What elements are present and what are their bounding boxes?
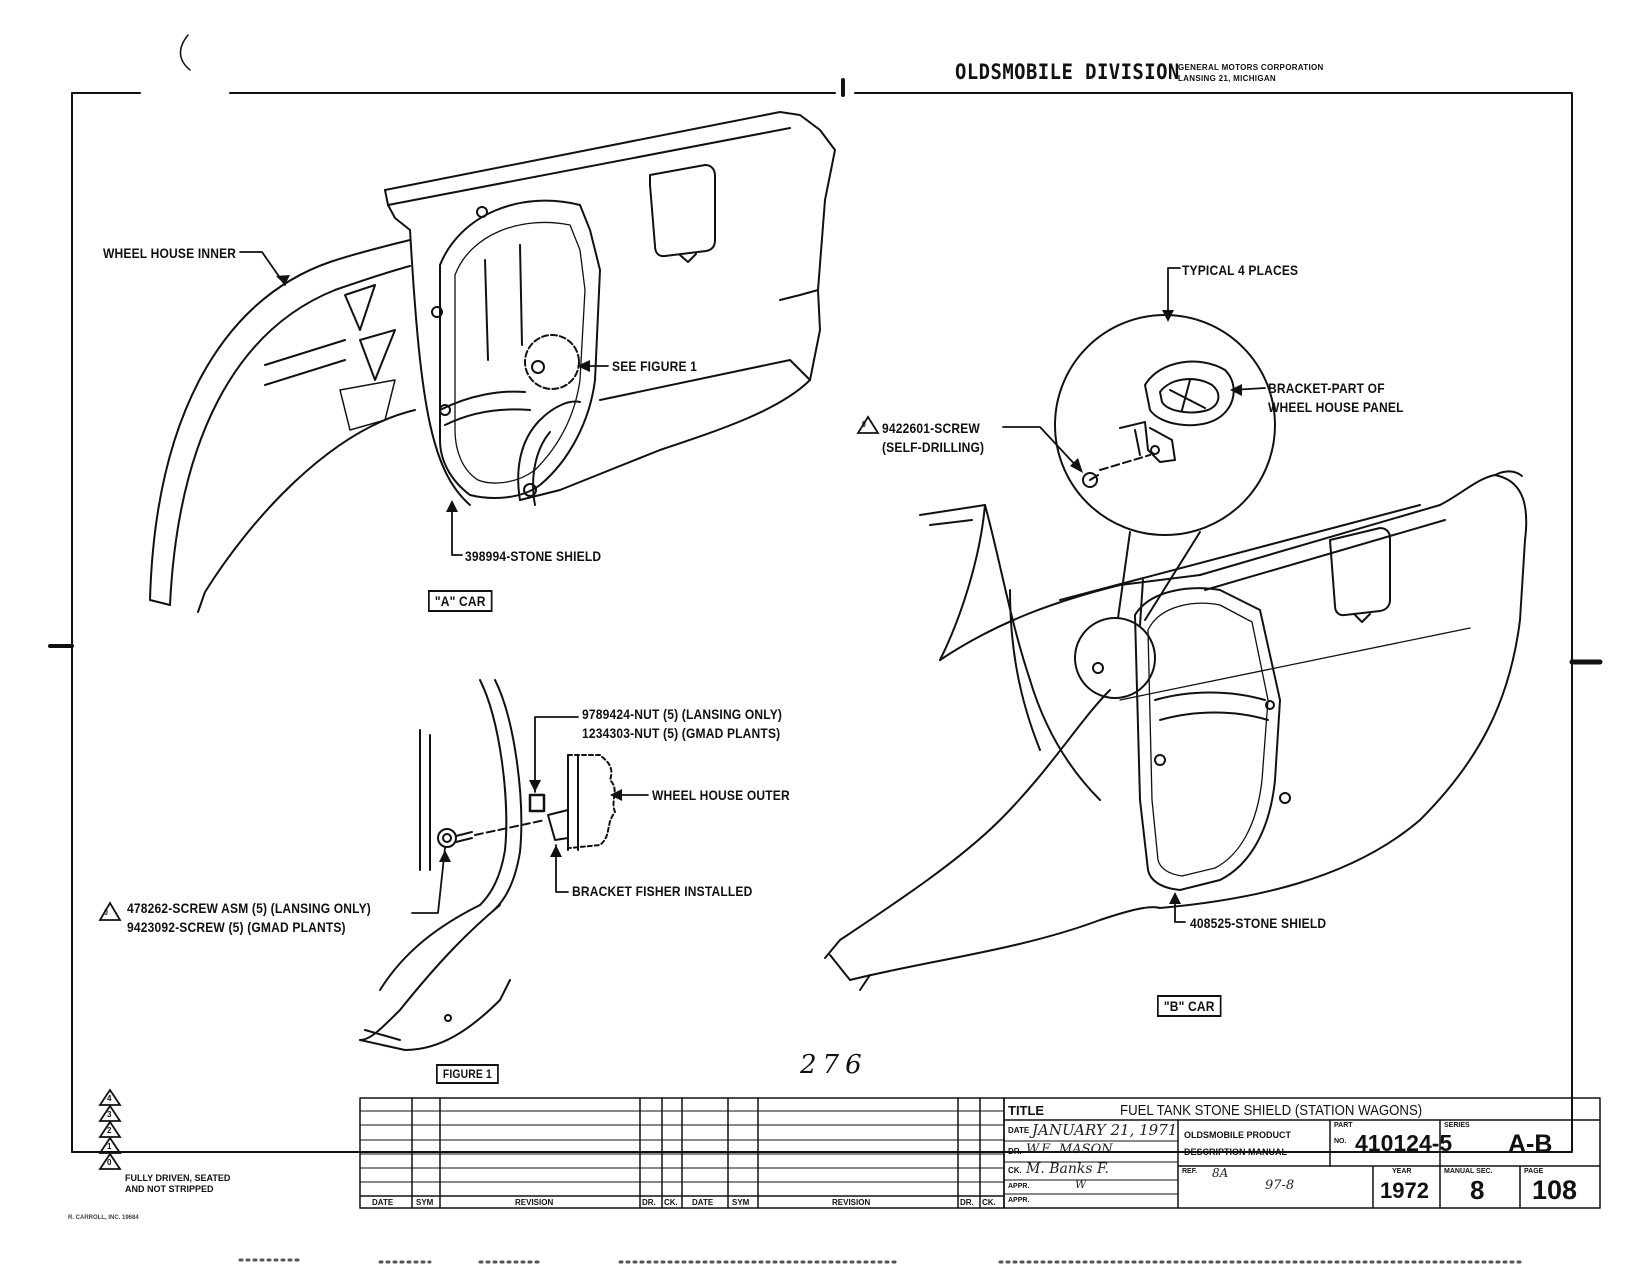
figure-1-drawing <box>359 679 616 1051</box>
rev-col-sym-1: SYM <box>416 1198 434 1207</box>
callout-screw-9422601: 9422601-SCREW <box>882 420 980 436</box>
rev-col-ck-1: CK. <box>664 1198 678 1207</box>
callout-typical-4-places: TYPICAL 4 PLACES <box>1182 262 1299 278</box>
callout-screw-asm-lansing: 478262-SCREW ASM (5) (LANSING ONLY) <box>127 900 371 916</box>
printer-credit: R. CARROLL, INC. 19684 <box>68 1215 139 1221</box>
corp-location: LANSING 21, MICHIGAN <box>1178 74 1277 83</box>
legend-marker-3: 3 <box>107 1110 112 1119</box>
manual-name-line1: OLDSMOBILE PRODUCT <box>1184 1130 1291 1140</box>
manual-name-line2: DESCRIPTION MANUAL <box>1184 1147 1287 1157</box>
corp-name: GENERAL MOTORS CORPORATION <box>1178 63 1324 72</box>
label-b-car: "B" CAR <box>1157 995 1222 1017</box>
rev-col-ck-2: CK. <box>982 1198 996 1207</box>
checked-by-value: M. Banks F. <box>1026 1161 1109 1177</box>
callout-stone-shield-b: 408525-STONE SHIELD <box>1190 915 1327 931</box>
drawn-by-value: W.E. MASON <box>1026 1142 1113 1157</box>
a-car-drawing <box>149 111 836 613</box>
rev-col-date-2: DATE <box>692 1198 714 1207</box>
label-a-car: "A" CAR <box>428 590 493 612</box>
ref-value-2: 97-8 <box>1265 1178 1295 1193</box>
page-value: 108 <box>1532 1175 1578 1205</box>
legend-fully-driven: FULLY DRIVEN, SEATED <box>125 1173 231 1183</box>
rev-col-sym-2: SYM <box>732 1198 750 1207</box>
callout-bracket-line2: WHEEL HOUSE PANEL <box>1268 399 1404 415</box>
figure-1-leaders <box>411 716 649 914</box>
warning-marker-478262: 0 <box>104 908 109 917</box>
warning-marker-9422601: 0 <box>862 420 867 429</box>
label-figure-1: FIGURE 1 <box>436 1064 499 1084</box>
b-car-drawing <box>824 470 1528 991</box>
part-number: 410124-5 <box>1355 1130 1453 1156</box>
revision-table-lines <box>359 1097 1005 1209</box>
division-title: OLDSMOBILE DIVISION <box>955 60 1180 84</box>
callout-bracket-fisher: BRACKET FISHER INSTALLED <box>572 883 753 899</box>
callout-screw-gmad: 9423092-SCREW (5) (GMAD PLANTS) <box>127 919 346 935</box>
rev-col-date-1: DATE <box>372 1198 394 1207</box>
year-value: 1972 <box>1380 1178 1429 1203</box>
series-label: SERIES <box>1444 1122 1470 1129</box>
legend-marker-4: 4 <box>107 1094 112 1103</box>
callout-stone-shield-a: 398994-STONE SHIELD <box>465 548 602 564</box>
manual-sec-value: 8 <box>1470 1175 1485 1205</box>
arrowheads <box>276 275 1242 904</box>
drawn-by-label: DR. <box>1008 1147 1022 1156</box>
title-label: TITLE <box>1008 1103 1045 1118</box>
title-block-lines <box>1003 1097 1601 1209</box>
callout-bracket-line1: BRACKET-PART OF <box>1268 380 1385 396</box>
legend-not-stripped: AND NOT STRIPPED <box>125 1184 214 1194</box>
checked-by-label: CK. <box>1008 1166 1022 1175</box>
ref-label: REF. <box>1182 1168 1198 1175</box>
drawing-title: FUEL TANK STONE SHIELD (STATION WAGONS) <box>1120 1102 1423 1119</box>
a-car-leaders <box>239 251 609 556</box>
date-label: DATE <box>1008 1126 1030 1135</box>
part-label: PART <box>1334 1122 1353 1129</box>
callout-wheel-house-inner: WHEEL HOUSE INNER <box>103 245 237 261</box>
legend-marker-2: 2 <box>107 1126 112 1135</box>
rev-col-revision-2: REVISION <box>832 1198 871 1207</box>
manual-sec-label: MANUAL SEC. <box>1444 1168 1493 1175</box>
b-car-leaders <box>1002 267 1266 923</box>
warning-triangles <box>98 415 880 1170</box>
year-label: YEAR <box>1392 1168 1412 1175</box>
approved-label: APPR. <box>1008 1183 1030 1190</box>
legend-marker-0: 0 <box>107 1158 112 1167</box>
rev-col-dr-2: DR. <box>960 1198 974 1207</box>
callout-see-figure-1: SEE FIGURE 1 <box>612 358 698 374</box>
page-number: 276 <box>800 1050 868 1080</box>
part-no-label: NO. <box>1334 1138 1347 1145</box>
date-value: JANUARY 21, 1971 <box>1032 1121 1178 1139</box>
ref-value: 8A <box>1212 1166 1229 1180</box>
rev-col-revision-1: REVISION <box>515 1198 554 1207</box>
series-value: A-B <box>1508 1130 1553 1158</box>
callout-nut-lansing: 9789424-NUT (5) (LANSING ONLY) <box>582 706 783 722</box>
callout-self-drilling: (SELF-DRILLING) <box>882 439 985 455</box>
scan-noise <box>238 1258 1522 1264</box>
border-frame <box>48 34 1603 1153</box>
page-label: PAGE <box>1524 1168 1544 1175</box>
approved-label-2: APPR. <box>1008 1197 1030 1204</box>
callout-wheel-house-outer: WHEEL HOUSE OUTER <box>652 787 790 803</box>
approved-value: W <box>1075 1178 1087 1191</box>
legend-marker-1: 1 <box>107 1142 112 1151</box>
typical-detail-drawing <box>1054 314 1276 621</box>
rev-col-dr-1: DR. <box>642 1198 656 1207</box>
callout-nut-gmad: 1234303-NUT (5) (GMAD PLANTS) <box>582 725 781 741</box>
